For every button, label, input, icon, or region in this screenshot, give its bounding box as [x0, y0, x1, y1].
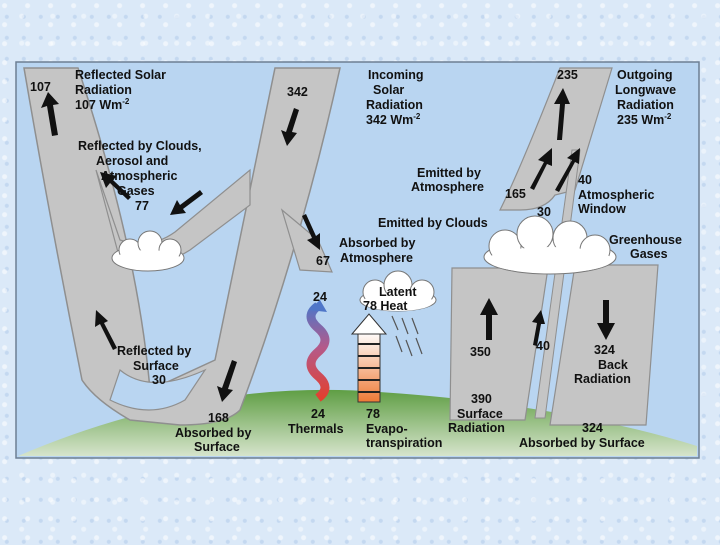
- reflected-clouds-title-1: Reflected by Clouds,: [78, 139, 202, 153]
- reflected-clouds-value: 77: [135, 199, 149, 213]
- back-radiation-value: 324: [594, 343, 615, 357]
- reflected-clouds-title-4: Gases: [117, 184, 155, 198]
- outgoing-longwave-title-3: Radiation: [617, 98, 674, 112]
- surface-radiation-total: 390: [471, 392, 492, 406]
- emitted-atmosphere-title-2: Atmosphere: [411, 180, 484, 194]
- incoming-solar-value: 342: [287, 85, 308, 99]
- emitted-atmosphere-value: 165: [505, 187, 526, 201]
- surface-window-value: 40: [536, 339, 550, 353]
- emitted-clouds-title: Emitted by Clouds: [378, 216, 488, 230]
- outgoing-longwave-title-2: Longwave: [615, 83, 676, 97]
- evapotranspiration-title-2: transpiration: [366, 436, 442, 450]
- back-radiation-title-1: Back: [598, 358, 628, 372]
- absorbed-atmosphere-title-1: Absorbed by: [339, 236, 415, 250]
- outgoing-longwave-title-1: Outgoing: [617, 68, 673, 82]
- surface-radiation-title-2: Radiation: [448, 421, 505, 435]
- incoming-solar-title-3: Radiation: [366, 98, 423, 112]
- greenhouse-title-2: Gases: [630, 247, 668, 261]
- thermals-title: Thermals: [288, 422, 344, 436]
- reflected-clouds-title-2: Aerosol and: [96, 154, 168, 168]
- reflected-solar-title-1: Reflected Solar: [75, 68, 166, 82]
- evapotranspiration-value: 78: [366, 407, 380, 421]
- atmospheric-window-title-2: Window: [578, 202, 626, 216]
- reflected-solar-value: 107: [30, 80, 51, 94]
- greenhouse-title-1: Greenhouse: [609, 233, 682, 247]
- absorbed-atmosphere-value: 67: [316, 254, 330, 268]
- absorbed-by-surface-back-value: 324: [582, 421, 603, 435]
- back-radiation-title-2: Radiation: [574, 372, 631, 386]
- latent-heat-title: Latent: [379, 285, 417, 299]
- thermals-top-value: 24: [313, 290, 327, 304]
- latent-heat-value: 78 Heat: [363, 299, 408, 313]
- surface-radiation-upward: 350: [470, 345, 491, 359]
- absorbed-surface-title-1: Absorbed by: [175, 426, 251, 440]
- outgoing-longwave-unit: 235 Wm-2: [617, 112, 672, 127]
- absorbed-atmosphere-title-2: Atmosphere: [340, 251, 413, 265]
- reflected-surface-value: 30: [152, 373, 166, 387]
- emitted-clouds-value: 30: [537, 205, 551, 219]
- emitted-atmosphere-title-1: Emitted by: [417, 166, 481, 180]
- incoming-solar-title-2: Solar: [373, 83, 404, 97]
- absorbed-by-surface-back-title: Absorbed by Surface: [519, 436, 645, 450]
- surface-radiation-title-1: Surface: [457, 407, 503, 421]
- reflected-solar-title-2: Radiation: [75, 83, 132, 97]
- atmospheric-window-title-1: Atmospheric: [578, 188, 654, 202]
- reflected-clouds-title-3: Atmospheric: [101, 169, 177, 183]
- absorbed-surface-value: 168: [208, 411, 229, 425]
- reflected-surface-title-1: Reflected by: [117, 344, 191, 358]
- reflected-surface-title-2: Surface: [133, 359, 179, 373]
- incoming-solar-title-1: Incoming: [368, 68, 424, 82]
- evapotranspiration-title-1: Evapo-: [366, 422, 408, 436]
- incoming-solar-unit: 342 Wm-2: [366, 112, 421, 127]
- atmospheric-window-value: 40: [578, 173, 592, 187]
- thermals-bottom-value: 24: [311, 407, 325, 421]
- reflected-solar-unit: 107 Wm-2: [75, 97, 130, 112]
- absorbed-surface-title-2: Surface: [194, 440, 240, 454]
- outgoing-longwave-value: 235: [557, 68, 578, 82]
